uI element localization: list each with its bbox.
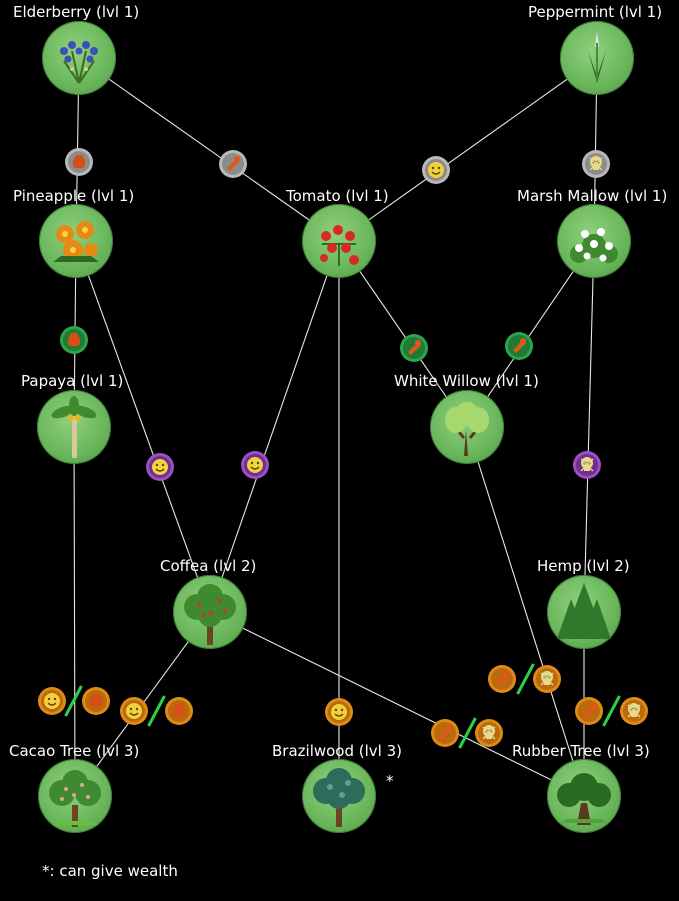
plant-label-papaya: Papaya (lvl 1) xyxy=(21,372,124,390)
trait-badge xyxy=(620,697,648,725)
trait-badge xyxy=(65,148,93,176)
tool-icon xyxy=(439,725,452,740)
trait-badge xyxy=(505,332,533,360)
smiley-face-icon xyxy=(152,459,168,475)
trait-badge xyxy=(325,698,353,726)
edge-marsh-mallow-hemp xyxy=(583,240,595,613)
trait-badge xyxy=(573,451,601,479)
tomato-icon xyxy=(320,225,359,266)
plant-label-cacao-tree: Cacao Tree (lvl 3) xyxy=(9,742,140,760)
plant-node-elderberry xyxy=(42,21,116,95)
pineapple-icon xyxy=(53,221,99,262)
skull-icon xyxy=(589,156,603,171)
hemp-icon xyxy=(557,583,611,639)
plant-label-coffea: Coffea (lvl 2) xyxy=(160,557,257,575)
plant-node-white-willow xyxy=(430,390,504,464)
tool-icon xyxy=(583,703,596,718)
footnote: *: can give wealth xyxy=(42,862,178,880)
trait-badge xyxy=(575,697,603,725)
plant-node-marsh-mallow xyxy=(557,204,631,278)
edge-peppermint-tomato xyxy=(338,57,598,242)
edge-tomato-coffea xyxy=(209,240,340,613)
skull-icon xyxy=(627,703,641,718)
tool-icon xyxy=(227,156,240,171)
fist-icon xyxy=(173,704,185,717)
marsh-mallow-icon xyxy=(570,228,618,263)
trait-badge xyxy=(120,697,148,725)
trait-badge xyxy=(38,687,66,715)
tool-icon xyxy=(408,340,421,355)
plant-node-rubber-tree xyxy=(547,759,621,833)
smiley-face-icon xyxy=(428,162,444,178)
smiley-face-icon xyxy=(126,703,142,719)
plant-node-papaya xyxy=(37,390,111,464)
edge-elderberry-tomato xyxy=(78,57,340,242)
fist-icon xyxy=(68,333,80,346)
plant-label-peppermint: Peppermint (lvl 1) xyxy=(528,3,663,21)
plant-label-pineapple: Pineapple (lvl 1) xyxy=(13,187,135,205)
plant-label-rubber-tree: Rubber Tree (lvl 3) xyxy=(512,742,650,760)
trait-badge xyxy=(82,687,110,715)
edge-papaya-cacao-tree xyxy=(73,426,76,797)
trait-badge xyxy=(431,719,459,747)
trait-badge xyxy=(146,453,174,481)
tool-icon xyxy=(496,671,509,686)
plant-node-brazilwood xyxy=(302,759,376,833)
plant-label-marsh-mallow: Marsh Mallow (lvl 1) xyxy=(517,187,668,205)
plant-node-peppermint xyxy=(560,21,634,95)
trait-badge xyxy=(400,334,428,362)
skull-icon xyxy=(540,671,554,686)
plant-label-hemp: Hemp (lvl 2) xyxy=(537,557,630,575)
edge-coffea-rubber-tree xyxy=(209,611,585,797)
trait-badge xyxy=(582,150,610,178)
wealth-marker: * xyxy=(386,772,394,790)
smiley-face-icon xyxy=(247,457,263,473)
edge-pineapple-coffea xyxy=(75,240,211,613)
willow-tree-icon xyxy=(445,402,489,456)
rubber-tree-icon xyxy=(557,773,611,825)
plant-label-brazilwood: Brazilwood (lvl 3) xyxy=(272,742,402,760)
trait-badge xyxy=(219,150,247,178)
plant-node-tomato xyxy=(302,204,376,278)
skull-icon xyxy=(482,725,496,740)
cacao-tree-icon xyxy=(49,770,101,827)
peppermint-icon xyxy=(580,31,614,83)
plant-node-coffea xyxy=(173,575,247,649)
trait-badge xyxy=(60,326,88,354)
brazilwood-tree-icon xyxy=(313,768,365,827)
coffee-tree-icon xyxy=(184,584,236,645)
plant-label-elderberry: Elderberry (lvl 1) xyxy=(13,3,140,21)
plant-label-white-willow: White Willow (lvl 1) xyxy=(394,372,539,390)
plant-node-cacao-tree xyxy=(38,759,112,833)
fist-icon xyxy=(73,155,85,168)
trait-badge xyxy=(422,156,450,184)
plant-node-hemp xyxy=(547,575,621,649)
papaya-tree-icon xyxy=(51,396,97,458)
smiley-face-icon xyxy=(44,693,60,709)
trait-badge xyxy=(241,451,269,479)
plant-label-tomato: Tomato (lvl 1) xyxy=(286,187,389,205)
trait-badge xyxy=(165,697,193,725)
elderberry-icon xyxy=(60,41,98,84)
tool-icon xyxy=(513,338,526,353)
trait-badge xyxy=(488,665,516,693)
edge-white-willow-rubber-tree xyxy=(466,426,585,797)
plant-node-pineapple xyxy=(39,204,113,278)
trait-badge xyxy=(533,665,561,693)
fist-icon xyxy=(90,694,102,707)
skull-icon xyxy=(580,457,594,472)
smiley-face-icon xyxy=(331,704,347,720)
trait-badge xyxy=(475,719,503,747)
